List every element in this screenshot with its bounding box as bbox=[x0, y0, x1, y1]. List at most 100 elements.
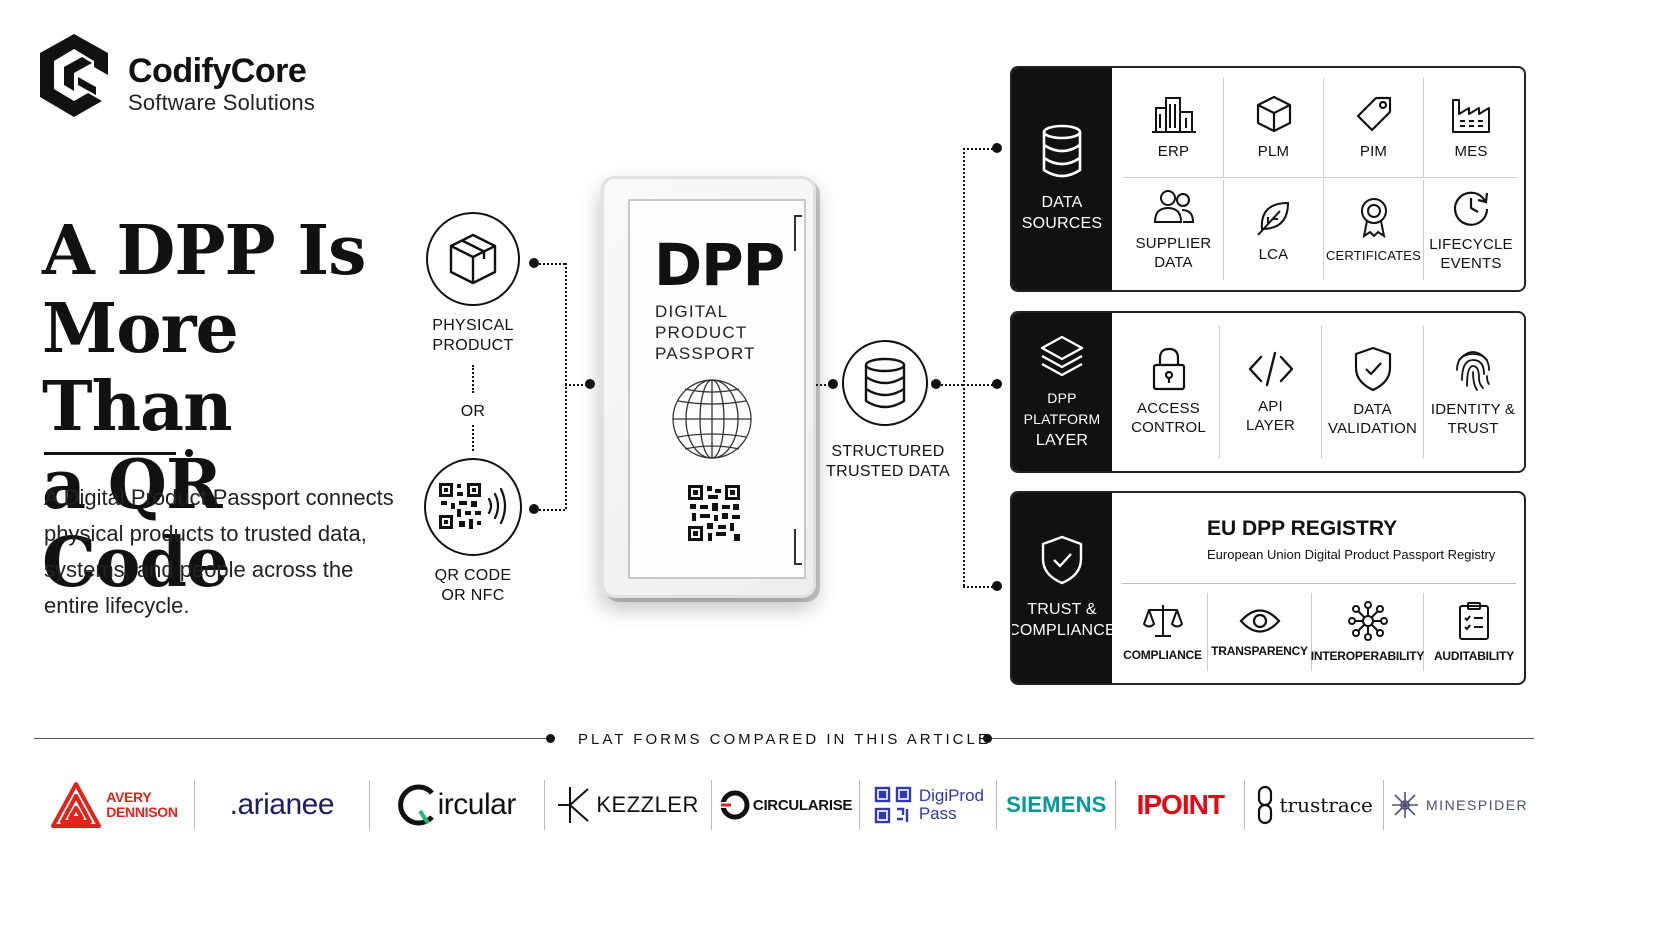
logo-ipoint: IPOINT bbox=[1136, 789, 1225, 820]
device-clip-bottom bbox=[794, 529, 802, 565]
lock-icon bbox=[1152, 347, 1185, 391]
page-title: A DPP Is More Than a QR Code bbox=[42, 212, 422, 602]
minespider-star-icon bbox=[1392, 792, 1419, 818]
digiprod-qr-icon bbox=[874, 786, 912, 824]
registry-subtitle: European Union Digital Product Passport … bbox=[1207, 547, 1496, 562]
title-rule bbox=[44, 452, 176, 455]
logo-separator bbox=[710, 780, 712, 830]
structured-data-circle bbox=[842, 340, 928, 426]
code-icon bbox=[1248, 351, 1293, 387]
trust-auditability: AUDITABILITY bbox=[1424, 593, 1524, 671]
dpp-title: DPP bbox=[654, 231, 785, 299]
connector-line bbox=[565, 263, 567, 509]
trust-compliance: COMPLIANCE bbox=[1118, 593, 1208, 671]
brand-tagline: Software Solutions bbox=[128, 90, 316, 115]
layers-icon bbox=[1040, 335, 1084, 376]
circularise-ring-icon bbox=[718, 790, 750, 820]
tag-icon bbox=[1356, 96, 1391, 132]
logo-separator bbox=[1115, 780, 1117, 830]
circulor-c-icon bbox=[397, 784, 434, 826]
leaf-icon bbox=[1256, 201, 1289, 236]
network-icon bbox=[1347, 601, 1388, 641]
qr-code-icon bbox=[688, 485, 740, 541]
description: A Digital Product Passport connects phys… bbox=[44, 485, 394, 618]
or-connector-top bbox=[472, 365, 474, 393]
source-pim: PIM bbox=[1324, 78, 1424, 177]
logo-avery-dennison: AVERY DENNISON bbox=[34, 781, 194, 829]
platform-identity-trust: IDENTITY &TRUST bbox=[1424, 325, 1522, 459]
building-icon bbox=[1151, 97, 1196, 133]
logo-separator bbox=[996, 780, 998, 830]
footer-rule-right bbox=[992, 738, 1534, 739]
source-certificates: CERTIFICATES bbox=[1324, 180, 1424, 280]
logo-minespider: MINESPIDER bbox=[1384, 790, 1534, 820]
connector-line bbox=[539, 509, 565, 511]
physical-product-label: PHYSICAL PRODUCT bbox=[432, 317, 514, 354]
title-line-2: More Than bbox=[42, 289, 239, 447]
title-line-1: A DPP Is bbox=[42, 211, 366, 291]
fingerprint-icon bbox=[1456, 351, 1490, 391]
logo-trustrace: trustrace bbox=[1245, 785, 1383, 825]
connector-line bbox=[816, 384, 830, 386]
footer-title: PLAT FORMS COMPARED IN THIS ARTICLE bbox=[578, 731, 991, 748]
title-line-3: a QR Code bbox=[42, 445, 229, 603]
data-sources-side: DATA SOURCES bbox=[1012, 68, 1112, 290]
dpp-subtitle: DIGITAL PRODUCT PASSPORT bbox=[655, 302, 756, 363]
logo-kezzler: KEZZLER bbox=[545, 785, 711, 825]
database-icon bbox=[864, 357, 906, 409]
kezzler-k-icon bbox=[558, 787, 590, 823]
factory-icon bbox=[1452, 99, 1490, 133]
source-lca: LCA bbox=[1224, 180, 1324, 280]
trustrace-chain-icon bbox=[1257, 785, 1272, 825]
source-erp: ERP bbox=[1124, 78, 1224, 177]
connector-node bbox=[992, 143, 1002, 153]
box-icon bbox=[449, 233, 497, 285]
connector-line bbox=[941, 384, 963, 386]
shield-check-icon bbox=[1041, 535, 1083, 585]
connector-node bbox=[992, 581, 1002, 591]
connector-node bbox=[529, 258, 539, 268]
users-icon bbox=[1153, 190, 1194, 223]
logo-separator bbox=[859, 780, 861, 830]
shield-check-icon bbox=[1354, 346, 1391, 392]
logo-separator bbox=[543, 780, 545, 830]
or-label: OR bbox=[460, 403, 486, 420]
data-sources-row-1: ERP PLM PIM MES bbox=[1124, 78, 1518, 178]
logo-arianee: .arianee bbox=[229, 788, 335, 821]
trust-transparency: TRANSPARENCY bbox=[1208, 593, 1312, 671]
connector-line bbox=[963, 384, 993, 386]
eye-icon bbox=[1239, 609, 1280, 633]
footer-rule-left bbox=[34, 738, 546, 739]
connector-line bbox=[565, 384, 587, 386]
or-connector-bottom bbox=[472, 425, 474, 451]
logo-digiprod-pass: DigiProd Pass bbox=[860, 785, 996, 825]
logo-separator bbox=[1383, 780, 1385, 830]
clock-icon bbox=[1453, 191, 1489, 226]
qr-nfc-label: QR CODE OR NFC bbox=[434, 567, 512, 604]
connector-line bbox=[963, 586, 993, 588]
connector-line bbox=[539, 263, 565, 265]
logo-separator bbox=[193, 780, 195, 830]
logo-separator bbox=[368, 780, 370, 830]
dpp-device: DPP DIGITAL PRODUCT PASSPORT bbox=[601, 176, 816, 598]
structured-data-label: STRUCTURED TRUSTED DATA bbox=[826, 443, 950, 480]
brand-name: CodifyCore bbox=[128, 52, 307, 90]
database-icon bbox=[1042, 124, 1082, 178]
connector-node bbox=[992, 379, 1002, 389]
qr-nfc-circle bbox=[424, 458, 522, 556]
trust-interoperability: INTEROPERABILITY bbox=[1311, 593, 1424, 671]
award-icon bbox=[1360, 197, 1387, 238]
connector-line bbox=[963, 148, 965, 586]
cube-icon bbox=[1256, 95, 1291, 133]
physical-product-circle bbox=[426, 212, 520, 306]
connector-node bbox=[529, 504, 539, 514]
avery-triangle-icon bbox=[51, 782, 102, 828]
